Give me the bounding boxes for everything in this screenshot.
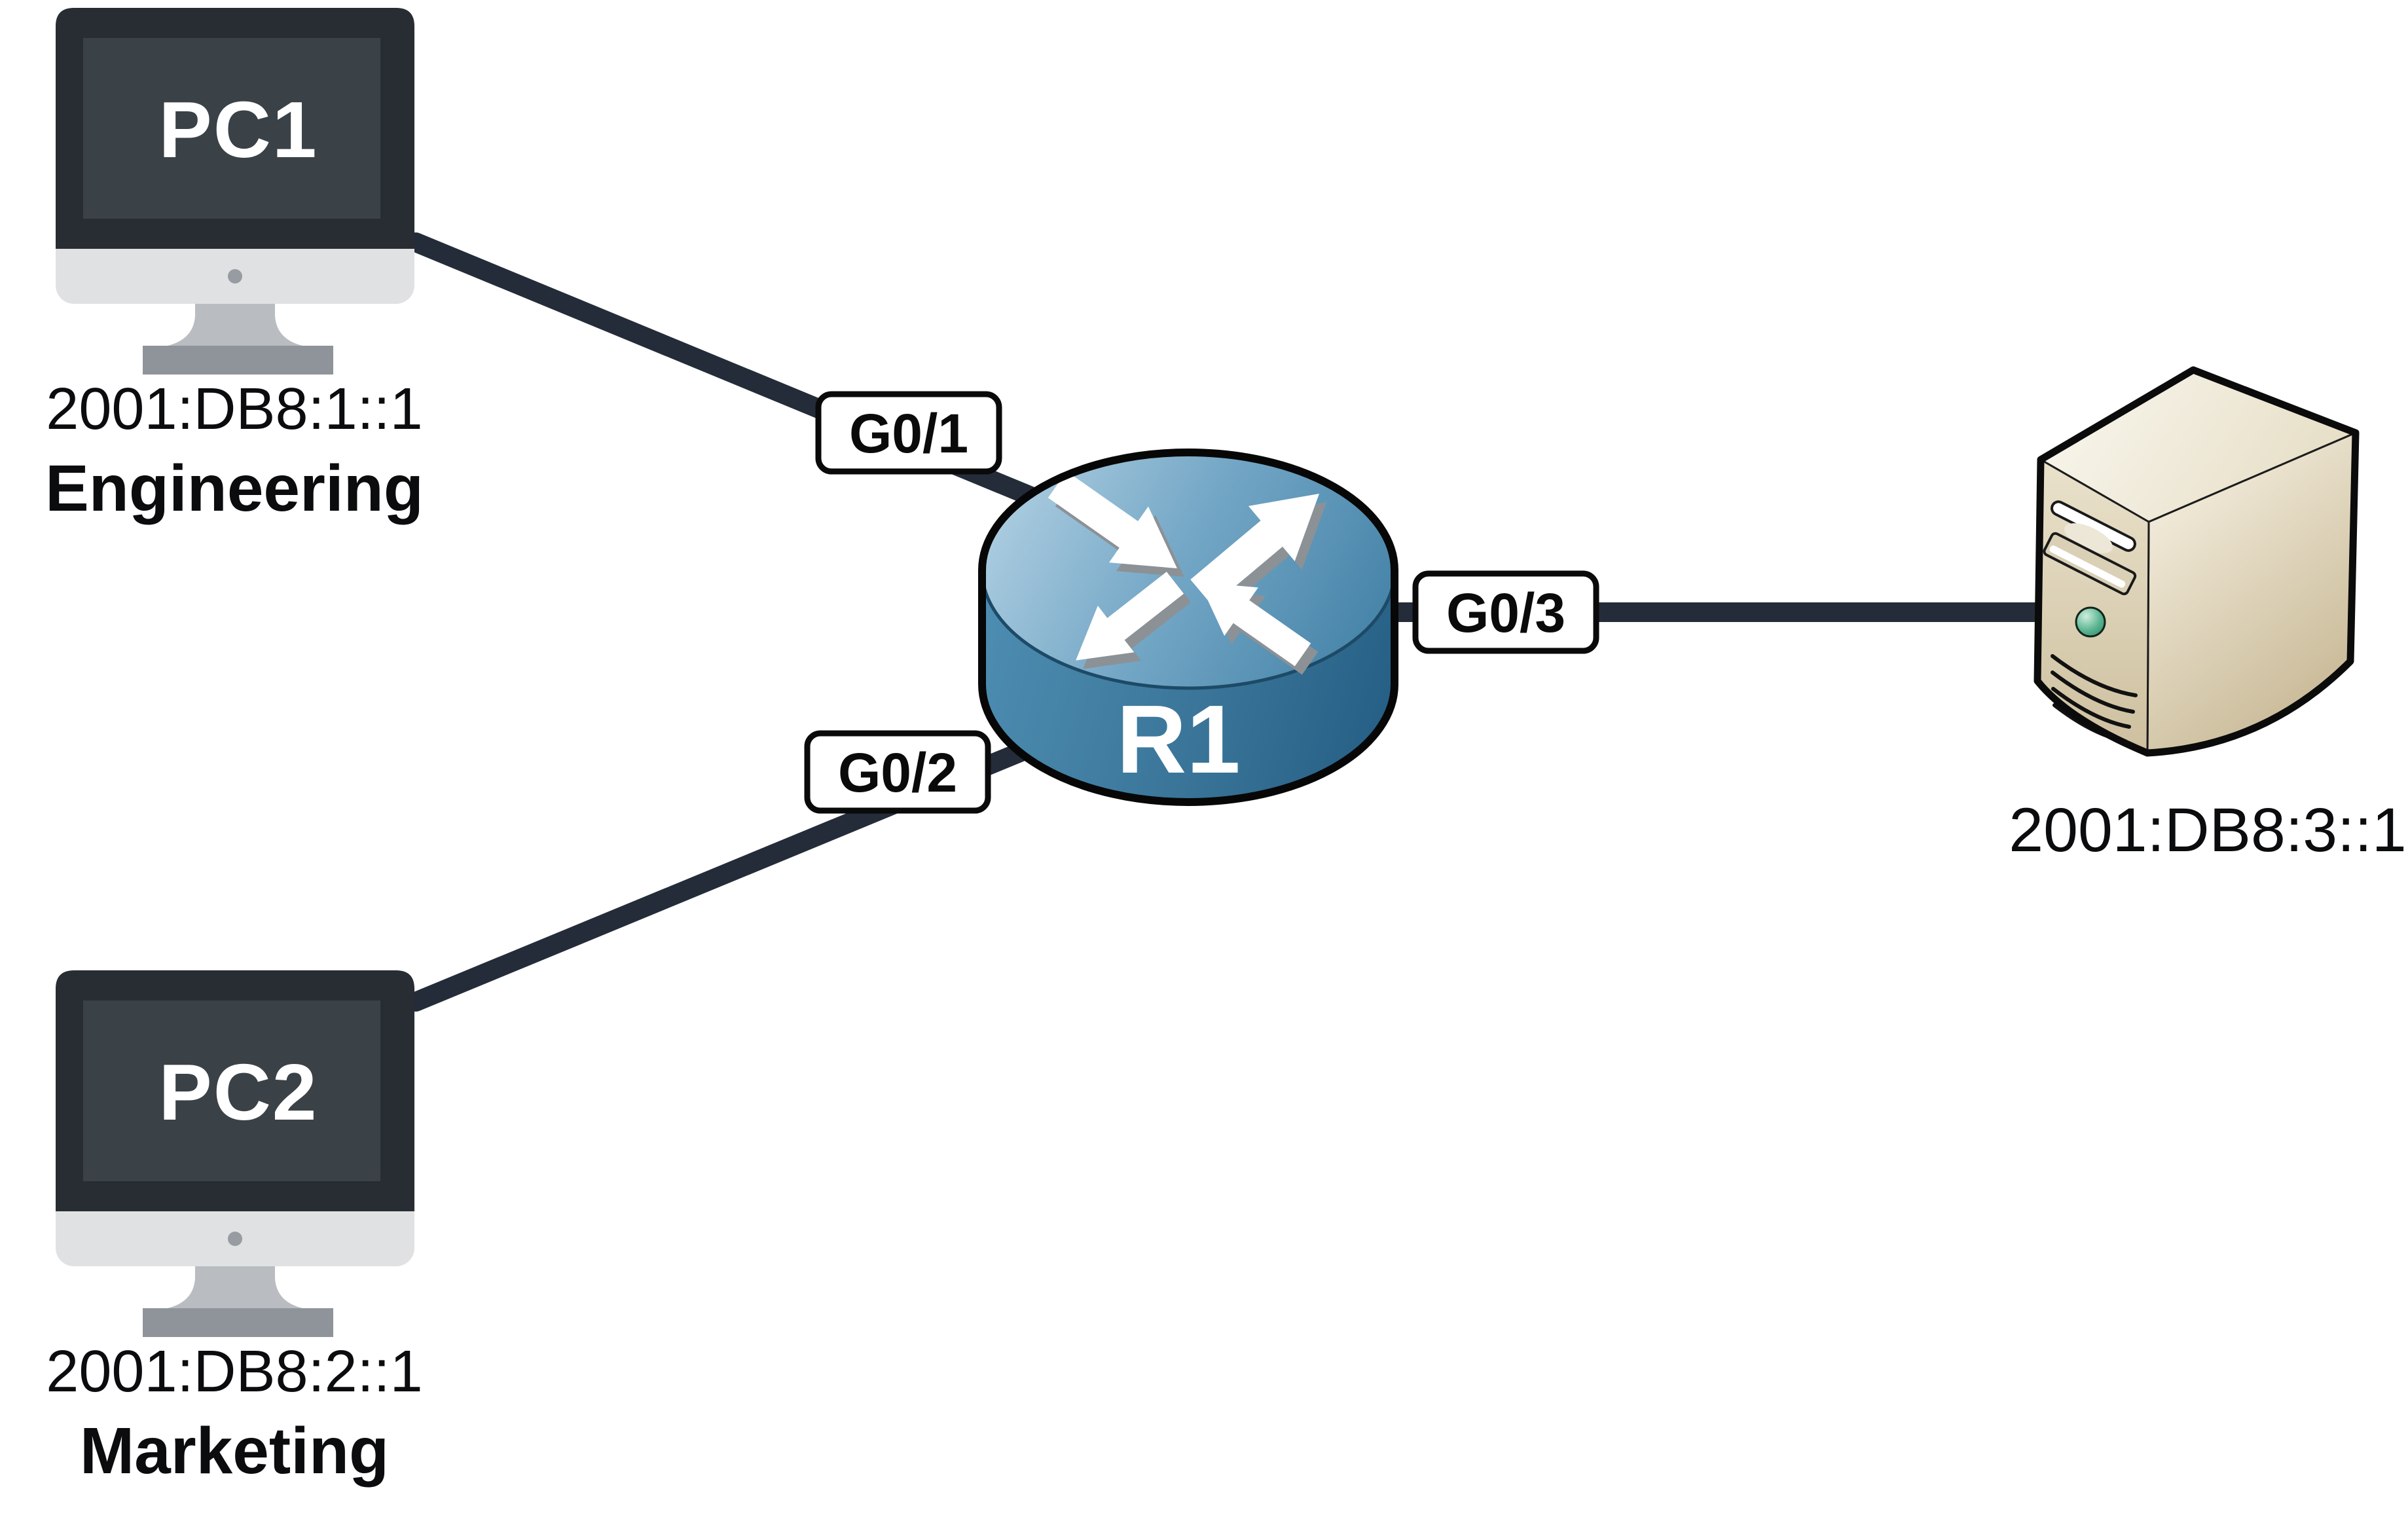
pc2-screen-label: PC2 bbox=[158, 1048, 318, 1137]
pc1-screen-label: PC1 bbox=[158, 85, 318, 174]
g0-3-label: G0/3 bbox=[1446, 582, 1565, 644]
g0-1-box bbox=[815, 391, 1002, 475]
router-seam bbox=[980, 570, 1396, 690]
pc1-department-label: Engineering bbox=[45, 452, 424, 525]
link-pc2-router bbox=[406, 699, 1136, 1012]
server-address-label: 2001:DB8:3::1 bbox=[2009, 796, 2406, 865]
pc2-device: PC2 2001:DB8:2::1 Marketing bbox=[46, 970, 423, 1488]
pc2-address-label: 2001:DB8:2::1 bbox=[46, 1339, 422, 1404]
router-outline bbox=[978, 449, 1398, 806]
server-outline bbox=[2034, 366, 2360, 757]
interface-badge-g0-1: G0/1 bbox=[815, 391, 1002, 475]
pc2-monitor-icon bbox=[56, 970, 414, 1337]
pc1-address-label: 2001:DB8:1::1 bbox=[46, 376, 422, 442]
g0-2-box bbox=[804, 730, 991, 814]
drive-sheen bbox=[2064, 523, 2113, 553]
drive-bay-icon bbox=[2043, 532, 2137, 596]
router-device: R1 bbox=[978, 449, 1398, 806]
link-pc1-router bbox=[406, 232, 1136, 545]
router-name-label: R1 bbox=[1116, 686, 1240, 794]
interface-badge-g0-3: G0/3 bbox=[1412, 570, 1599, 654]
pc1-monitor-icon bbox=[56, 8, 414, 375]
interface-badges-layer: G0/1 G0/2 G0/3 bbox=[804, 391, 1599, 814]
g0-3-box bbox=[1412, 570, 1599, 654]
pc1-device: PC1 2001:DB8:1::1 Engineering bbox=[45, 8, 424, 525]
power-button-icon bbox=[2075, 606, 2106, 638]
interface-badge-g0-2: G0/2 bbox=[804, 730, 991, 814]
pc2-department-label: Marketing bbox=[80, 1414, 389, 1488]
server-device: 2001:DB8:3::1 bbox=[2009, 366, 2407, 865]
g0-2-label: G0/2 bbox=[838, 742, 957, 803]
g0-1-label: G0/1 bbox=[849, 403, 968, 464]
